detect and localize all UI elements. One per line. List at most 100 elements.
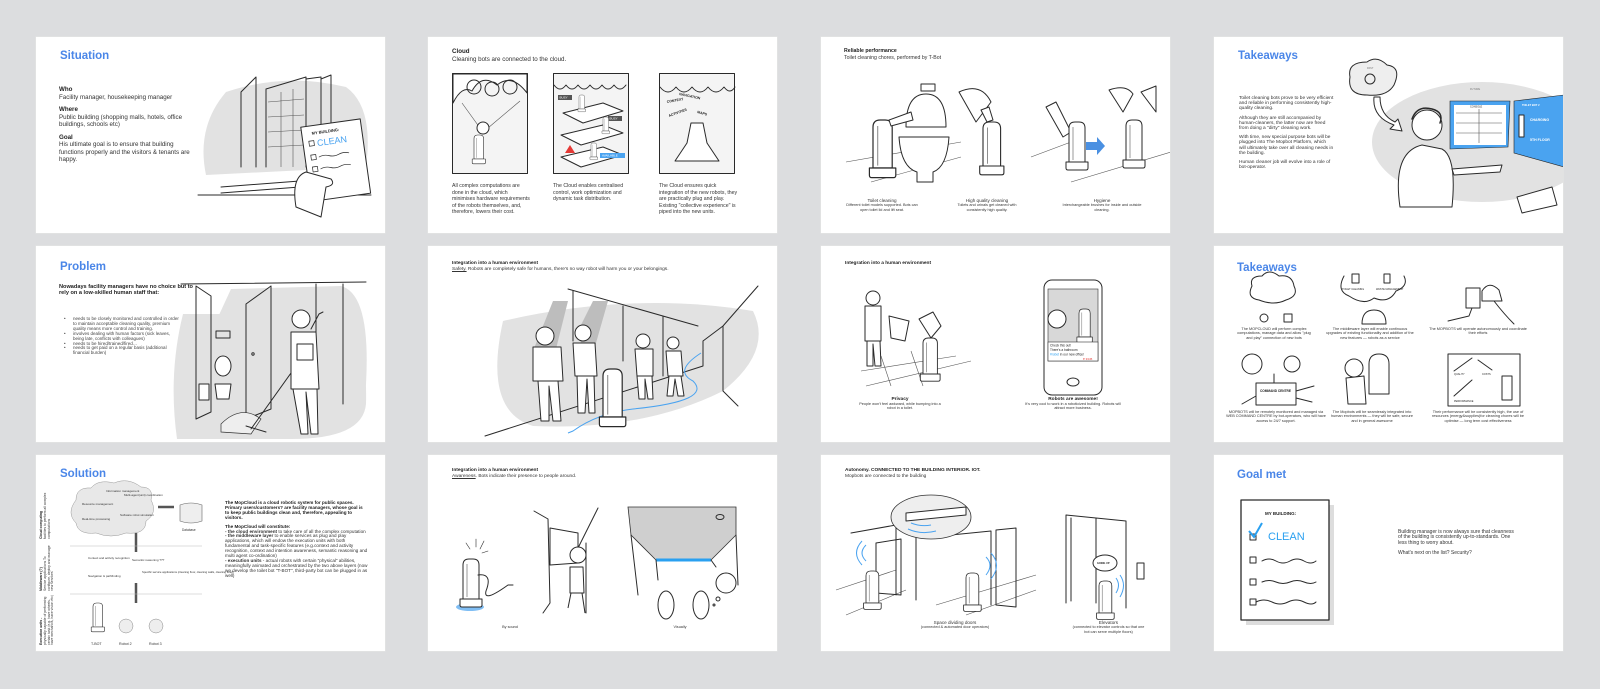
text-takeaways1-labels-future: FUTURE (1470, 88, 1480, 91)
text-solution-parts-2-text: - actual robots with certain "physical" … (225, 557, 368, 578)
where-label: Where (59, 106, 78, 113)
svg-text:#robot in our new office!: #robot in our new office! (1050, 353, 1084, 357)
slide-takeaways-1[interactable]: Takeaways Toilet cleaning bots prove to … (1214, 37, 1563, 233)
cloud-integration-panel: NAVIGATION CONTEXT ACTIVITIES MAPS (659, 73, 736, 174)
slide-subtitle: Safety. Robots are completely safe for h… (452, 267, 732, 272)
text-solution-parts-2-name: - execution units (225, 557, 262, 563)
bullet-item: needs to be closely monitored and contro… (62, 316, 182, 332)
caption-visually: Visually (673, 625, 687, 629)
text-takeaways2-labels-waste: WASTE MANAGEMENT (1376, 288, 1404, 291)
who-text: Facility manager, housekeeping manager (59, 93, 173, 101)
slide-awareness[interactable]: Integration into a human environment Awa… (428, 455, 777, 651)
by-sound-illustration (456, 507, 599, 614)
text-takeaways1-paragraphs-2: With time, new special purpose bots will… (1239, 135, 1334, 156)
sign-heading: MY BUILDING: (311, 127, 339, 136)
caption-4: MOPBOTS will be remotely monitored and m… (1226, 410, 1326, 423)
text-solution-diagram-realtime: Real-time processing (82, 517, 111, 521)
slide-takeaways-2[interactable]: Takeaways TOILET CLEANING WASTE MANAGEME… (1214, 246, 1563, 442)
slide-title: Goal met (1237, 469, 1287, 481)
clean-label: CLEAN (1268, 531, 1305, 543)
takeaways-illustrations: TOILET CLEANING WASTE MANAGEMENT COMMAND… (1241, 271, 1521, 407)
text-solution-diagram-multi: Multi-agent(unit) coordination (124, 493, 163, 497)
goal-text: Building manager is now always sure that… (1398, 529, 1518, 557)
text-takeaways2-labels-quality: QUALITY (1454, 373, 1465, 376)
text-privacy-items-0-title: Privacy (891, 397, 909, 402)
corridor-illustration (484, 285, 759, 437)
text-solution-diagram-semantic: Semantic reasoning ??? (132, 558, 165, 562)
slide-cloud[interactable]: Cloud Cleaning bots are connected to the… (428, 37, 777, 233)
slide-autonomy[interactable]: Autonomy. CONNECTED TO THE BUILDING INTE… (821, 455, 1170, 651)
text-takeaways1-labels-location: 5TH FLOOR (1530, 138, 1550, 142)
phone-illustration: Check this out! There's a bathroom #robo… (1043, 279, 1103, 396)
slide-title: Situation (60, 50, 110, 62)
text-cloud-labels-busy: BUSY (610, 117, 618, 121)
text-cloud-labels-activities: ACTIVITIES (668, 107, 688, 118)
slide-title: Solution (60, 468, 106, 480)
slide-subtitle: Awareness. Bots indicate their presence … (452, 474, 732, 479)
alert-icon (565, 145, 575, 153)
text-solution-diagram-sim: Software robot simulation (120, 513, 154, 517)
slide-subtitle: Cleaning bots are connected to the cloud… (452, 56, 567, 63)
goal-text: His ultimate goal is to ensure that buil… (59, 141, 190, 163)
text-goal-paragraphs-1: What's next on the list? Security? (1398, 550, 1472, 557)
likes-count: ♥ 3345 (1083, 357, 1093, 361)
text-solution-parts-1-name: - the middleware layer (225, 533, 274, 539)
privacy-illustration (860, 290, 972, 387)
slide-problem[interactable]: Problem Nowadays facility managers have … (36, 246, 385, 442)
caption-robots-awesome: Robots are awesome!It's very cool to wor… (1023, 397, 1123, 411)
text-safety-text: Robots are completely safe for humans, t… (466, 267, 669, 272)
slide-safety[interactable]: Integration into a human environment Saf… (428, 246, 777, 442)
architecture-diagram: Information management Multi-agent(unit)… (70, 480, 234, 646)
building-illustration: MY BUILDING: CLEAN (197, 74, 372, 218)
text-cloud-labels-busy: BUSY (560, 96, 568, 100)
text-takeaways1-labels-past: PAST (1367, 67, 1374, 70)
text-privacy-post_lines-1: There's a bathroom (1050, 348, 1078, 352)
text-solution-diagram-resource: Resource management (82, 502, 113, 506)
text-reliable-items-1-text: Toilets and urinals get cleaned with con… (957, 203, 1017, 212)
caption-1: The MOPCLOUD will perform complex comput… (1237, 327, 1311, 340)
text-takeaways1-labels-bot: TOILET BOT 2 (1522, 103, 1540, 107)
caption-3: The MOPBOTS will operate autonomously an… (1429, 327, 1527, 336)
slide-heading: Integration into a human environment (452, 468, 539, 473)
slide-subtitle: Toilet cleaning chores, performed by T-B… (844, 55, 942, 61)
text-cloud-labels-navigation: NAVIGATION (679, 92, 701, 100)
goal-label: Goal (59, 133, 73, 141)
text-goal-sign_heading: MY BUILDING: (1265, 511, 1297, 516)
text-privacy-items-1-title: Robots are awesome! (1048, 397, 1098, 402)
text-solution-diagram-specific: Specific service applications (cleaning … (142, 570, 234, 574)
text-solution-parts-0-name: - the cloud environment (225, 528, 278, 534)
text-solution-parts-0-text: to take care of all the complex computat… (277, 528, 366, 534)
text-cloud-labels-maps: MAPS (697, 110, 708, 117)
text-solution-constitute: The MopCloud will constitute: (225, 523, 291, 529)
text-awareness-text: . Bots indicate their presence to people… (475, 474, 577, 479)
slide-situation[interactable]: Situation Who Facility manager, housekee… (36, 37, 385, 233)
slide-heading: Integration into a human environment (452, 261, 539, 266)
slide-privacy[interactable]: Integration into a human environment Che… (821, 246, 1170, 442)
text-autonomy-items-1-text: (connected to elevator controls so that … (1072, 625, 1145, 634)
restroom-illustration (173, 281, 367, 439)
text-takeaways2-labels-command: COMMAND CENTRE (1260, 389, 1291, 393)
slide-heading: Autonomy. CONNECTED TO THE BUILDING INTE… (845, 468, 981, 473)
slide-heading: Integration into a human environment (845, 261, 932, 266)
text-reliable-items-0-title: Toilet cleaning (867, 198, 897, 203)
bullet-item: involves dealing with human factors (sic… (62, 331, 182, 342)
text-autonomy-bubble: GOING UP (1097, 562, 1110, 565)
text-cloud-labels-available: AVAILABLE (602, 154, 618, 158)
text-takeaways1-paragraphs-3: Human cleaner job will evolve into a rol… (1239, 160, 1331, 171)
text-takeaways1-labels-status: CHARGING (1530, 118, 1549, 122)
slide-goal-met[interactable]: Goal met MY BUILDING: CLEAN Building man… (1214, 455, 1563, 651)
slide-heading: Reliable performance (844, 48, 897, 54)
bullet-item: needs to be hired/trained/fired… (62, 341, 182, 347)
text-solution-diagram-robots-2: Robot 3 (149, 642, 162, 646)
text-reliable-items-1-title: High quality cleaning (965, 198, 1009, 203)
caption-3: The Cloud ensures quick integration of t… (659, 183, 738, 216)
caption-5: The Mopbots will be seamlessly integrate… (1331, 410, 1413, 423)
slide-reliable-performance[interactable]: Reliable performance Toilet cleaning cho… (821, 37, 1170, 233)
text-takeaways1-labels-console: CONSOLE (1470, 106, 1483, 109)
caption-2: The middleware layer will enable continu… (1326, 327, 1414, 340)
text-privacy-post_lines-2: #robot (1050, 353, 1059, 357)
